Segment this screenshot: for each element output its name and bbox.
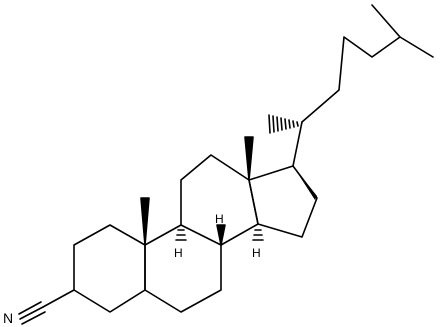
c8-bold-h xyxy=(216,224,226,246)
ring-c xyxy=(180,154,294,246)
ring-b xyxy=(144,224,222,313)
c13-methyl xyxy=(244,136,254,181)
side-chain xyxy=(292,4,434,167)
c8-hydrogen-label: H xyxy=(215,212,224,226)
c14-hashed-h xyxy=(252,229,264,241)
nitrile-group xyxy=(18,289,75,325)
c10-methyl xyxy=(140,197,150,246)
nitrogen-atom-label: N xyxy=(3,310,13,326)
c9-hydrogen-label: H xyxy=(174,246,183,260)
isopropyl-methyl-bond xyxy=(371,4,401,38)
c20-hashed-methyl xyxy=(268,114,299,134)
ring-a xyxy=(73,224,146,313)
c14-hydrogen-label: H xyxy=(252,246,261,260)
isoalkyl-chain xyxy=(301,36,434,123)
side-chain-to-ring-bond xyxy=(292,121,303,167)
c17-wedge-bond xyxy=(293,166,317,200)
c9-hashed-h xyxy=(175,229,187,241)
